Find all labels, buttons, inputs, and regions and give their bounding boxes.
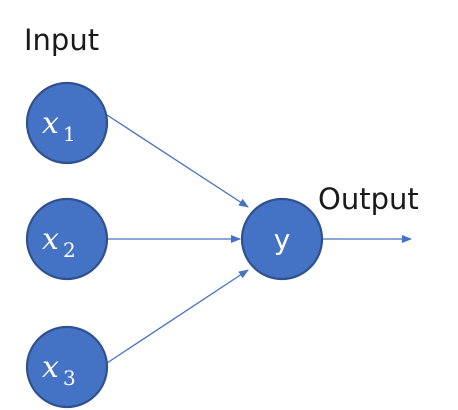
edge-x1-to-y bbox=[106, 114, 249, 208]
node-y-label: y bbox=[274, 223, 291, 256]
input-node-x1: x 1 bbox=[25, 81, 109, 165]
node-x1-variable: x bbox=[42, 106, 59, 141]
output-node-y: y bbox=[240, 197, 324, 281]
node-x2-variable: x bbox=[42, 222, 59, 257]
input-label: Input bbox=[24, 23, 99, 57]
input-node-x3: x 3 bbox=[25, 325, 109, 409]
node-x2-subscript: 2 bbox=[63, 238, 76, 262]
output-label: Output bbox=[318, 182, 419, 216]
input-node-x2: x 2 bbox=[25, 197, 109, 281]
node-x3-variable: x bbox=[42, 350, 59, 385]
node-x3-subscript: 3 bbox=[63, 366, 76, 390]
node-x1-subscript: 1 bbox=[63, 122, 76, 146]
edge-x3-to-y bbox=[106, 269, 249, 364]
